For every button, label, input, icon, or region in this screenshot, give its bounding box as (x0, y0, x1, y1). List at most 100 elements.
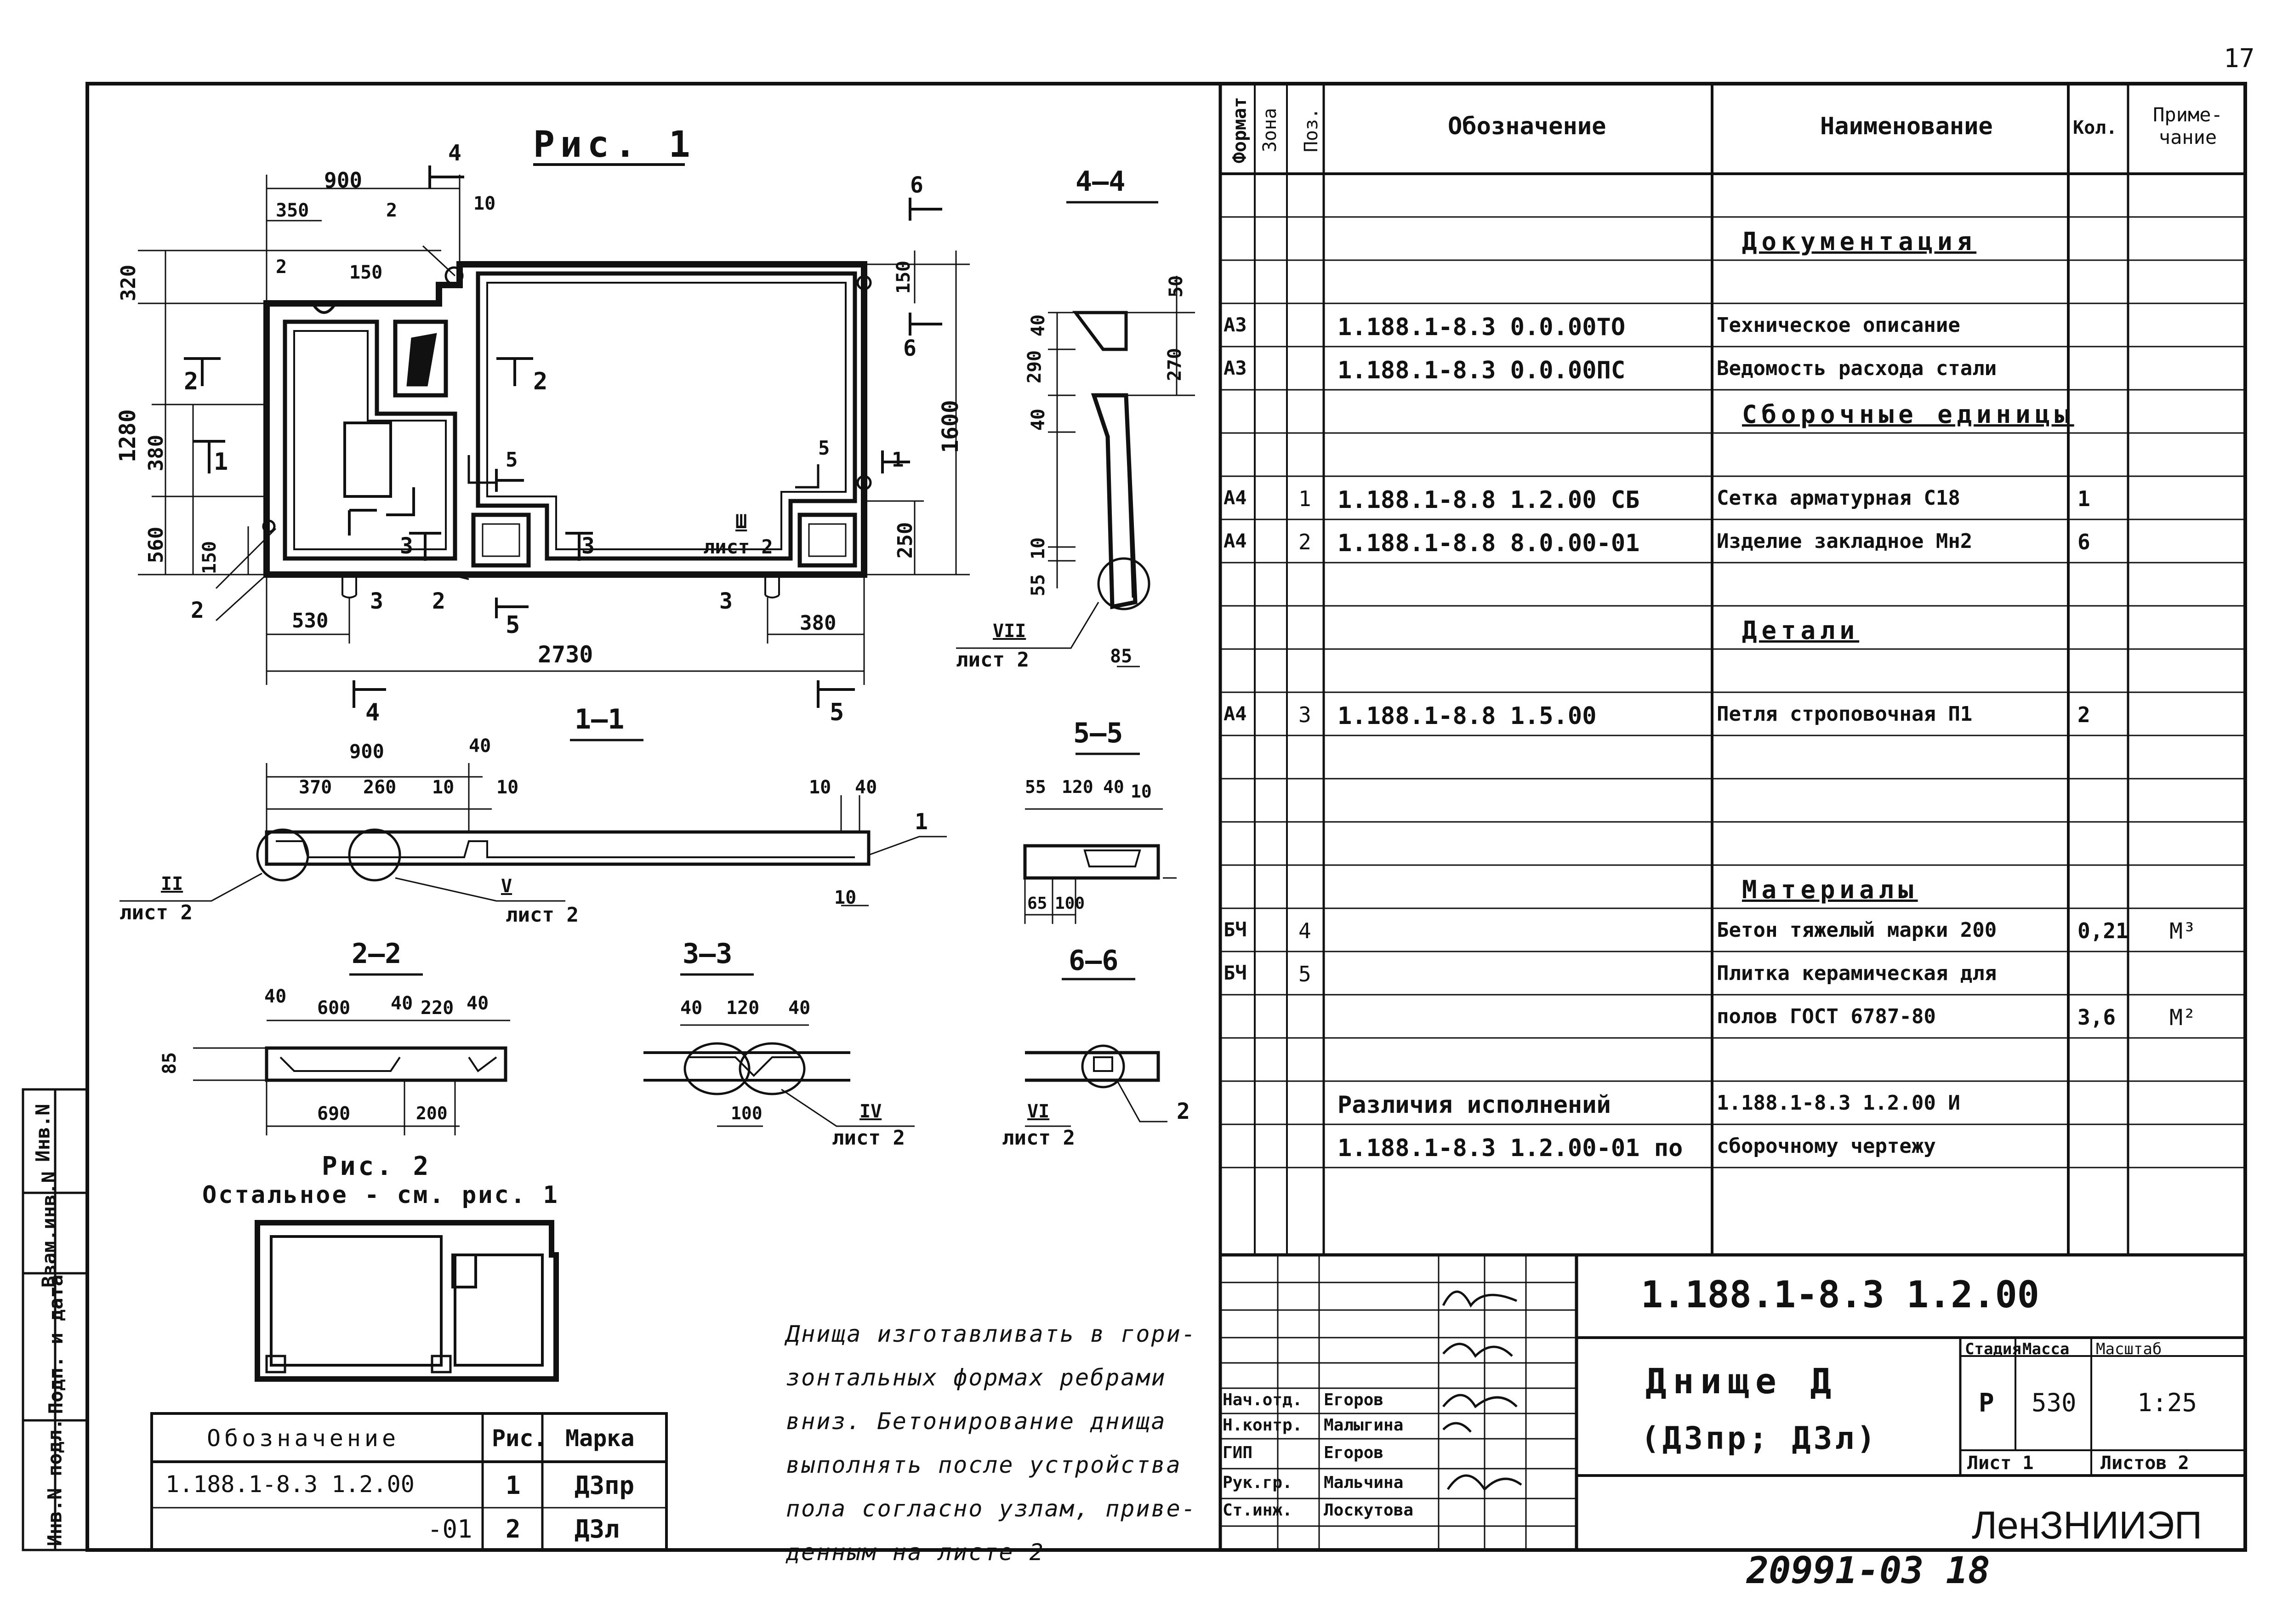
plan-sec-3a: 3 (400, 533, 413, 559)
sec11-callout-sheet-a: лист 2 (120, 901, 193, 924)
sec55-dim-120: 120 (1062, 777, 1093, 797)
sec22-dim-220: 220 (421, 997, 454, 1019)
plan-sec-2a: 2 (184, 368, 199, 395)
plan-dim-1600: 1600 (937, 400, 963, 453)
spec-cell-designation: 1.188.1-8.3 0.0.00ПС (1338, 357, 1626, 384)
sec22-dim-200: 200 (416, 1103, 448, 1123)
plan-label-2-left: 2 (191, 598, 204, 623)
sec33-dim-100: 100 (731, 1103, 763, 1123)
sec33-dim-40a: 40 (680, 997, 703, 1019)
title-block-sheet: Лист 1 (1967, 1453, 2034, 1474)
title-block-scale: 1:25 (2137, 1388, 2197, 1417)
spec-cell-qty: 2 (2077, 702, 2090, 727)
title-block-sheets: Листов 2 (2100, 1453, 2189, 1474)
page-number: 17 (2224, 44, 2255, 74)
plan-sec-4b: 4 (365, 699, 380, 726)
plan-dim-2730: 2730 (538, 641, 593, 668)
plan-sec-6b: 6 (903, 336, 916, 361)
mark-table-row2-fig: 2 (506, 1515, 521, 1544)
sec22-dim-690: 690 (317, 1103, 351, 1124)
sec22-dim-85: 85 (159, 1052, 181, 1075)
sec44-dim-50: 50 (1166, 275, 1187, 298)
sec11-dim-10b: 10 (496, 777, 519, 798)
title-block-org: ЛенЗНИИЭП (1972, 1504, 2203, 1547)
sec66-callout-sheet: лист 2 (1002, 1126, 1075, 1150)
fig1-title: Рис. 1 (533, 124, 696, 165)
spec-cell-name: Техническое описание (1717, 313, 1960, 337)
sec11-dim-10c: 10 (809, 777, 831, 798)
spec-cell-name: Материалы (1742, 875, 1918, 904)
spec-cell-qty: 3,6 (2077, 1005, 2116, 1030)
sec33-callout-sheet: лист 2 (832, 1126, 905, 1150)
spec-cell-pos: 3 (1298, 702, 1311, 727)
spec-cell-format: А3 (1224, 357, 1247, 379)
plan-sec-2b: 2 (533, 368, 548, 395)
plan-label-2c: 2 (432, 588, 445, 614)
stamp-name-4: Мальчина (1324, 1473, 1404, 1492)
spec-cell-pos: 2 (1298, 530, 1311, 554)
plan-callout-sheet: лист 2 (703, 536, 773, 558)
sec11-dim-10a: 10 (432, 777, 455, 798)
fig2-note: Остальное - см. рис. 1 (202, 1181, 559, 1209)
stamp-role-4: Рук.гр. (1223, 1473, 1292, 1492)
stamp-name-2: Малыгина (1324, 1416, 1404, 1435)
sec66-title: 6—6 (1069, 945, 1119, 977)
spec-cell-format: БЧ (1224, 962, 1247, 984)
spec-header-pos: Поз. (1301, 108, 1322, 153)
sec44-callout-VII: VII (993, 621, 1026, 642)
spec-cell-qty: 6 (2077, 530, 2090, 554)
note-line: пола согласно узлам, приве- (786, 1495, 1197, 1522)
spec-cell-pos: 5 (1298, 962, 1311, 986)
sec11-callout-sheet-b: лист 2 (506, 903, 579, 927)
plan-label-3a: 3 (370, 588, 383, 614)
spec-cell-name: 1.188.1-8.3 1.2.00 И (1717, 1091, 1960, 1115)
sec55-dim-10: 10 (1131, 781, 1152, 802)
spec-cell-designation: 1.188.1-8.3 1.2.00-01 по (1338, 1134, 1683, 1162)
mark-table-header-mark: Марка (565, 1425, 635, 1452)
title-block-mass: 530 (2032, 1388, 2077, 1417)
spec-cell-name: Плитка керамическая для (1717, 962, 1997, 985)
spec-cell-format: А4 (1224, 702, 1247, 725)
stamp-name-1: Егоров (1324, 1390, 1384, 1409)
note-line: денным на листе 2 (786, 1539, 1045, 1566)
sec55-dim-65: 65 (1027, 894, 1047, 913)
sec44-dim-40a: 40 (1028, 314, 1049, 337)
spec-cell-name: Сборочные единицы (1742, 400, 2074, 429)
plan-dim-250: 250 (894, 522, 917, 559)
plan-callout-III: Ш (735, 510, 747, 533)
sec11-dim-40a: 40 (469, 735, 491, 757)
title-block-stage: Р (1979, 1388, 1994, 1418)
fig1-underline (533, 163, 685, 166)
stamp-role-1: Нач.отд. (1223, 1390, 1303, 1409)
spec-cell-name: Изделие закладное Мн2 (1717, 530, 1973, 553)
sec66-label-2: 2 (1177, 1099, 1190, 1124)
sec44-dim-55: 55 (1028, 574, 1049, 597)
spec-cell-pos: 4 (1298, 918, 1311, 943)
sec44-callout-sheet: лист 2 (956, 648, 1029, 672)
mark-table-row1-mark: Д3пр (575, 1471, 635, 1500)
plan-sec-5a: 5 (818, 437, 830, 459)
spec-cell-format: А3 (1224, 313, 1247, 336)
plan-sec-4a: 4 (448, 140, 461, 166)
sec44-title: 4—4 (1076, 165, 1126, 198)
spec-cell-qty: 1 (2077, 486, 2090, 511)
plan-sec-5b: 5 (506, 611, 520, 639)
sec11-dim-260: 260 (363, 777, 397, 798)
sec66-callout-VI: VI (1027, 1101, 1050, 1122)
side-stamp-replace: Взам.инв.N (37, 1171, 60, 1288)
plan-dim-560: 560 (144, 526, 168, 564)
spec-cell-designation: 1.188.1-8.3 0.0.00ТО (1338, 313, 1626, 341)
plan-dim-2b: 2 (276, 256, 287, 278)
spec-cell-name: сборочному чертежу (1717, 1134, 1936, 1158)
stamp-role-5: Ст.инж. (1223, 1501, 1292, 1520)
sec44-dim-290: 290 (1024, 350, 1046, 384)
spec-header-qty: Кол. (2073, 117, 2117, 138)
spec-header-name: Наименование (1820, 113, 1993, 140)
manufacturing-note: Днища изготавливать в гори- зонтальных ф… (786, 1312, 1197, 1574)
spec-header-designation: Обозначение (1448, 113, 1606, 140)
sec11-label-1: 1 (915, 809, 928, 835)
spec-cell-designation: 1.188.1-8.8 1.5.00 (1338, 702, 1597, 730)
sec22-dim-40c: 40 (467, 993, 489, 1014)
plan-dim-2a: 2 (386, 200, 398, 221)
